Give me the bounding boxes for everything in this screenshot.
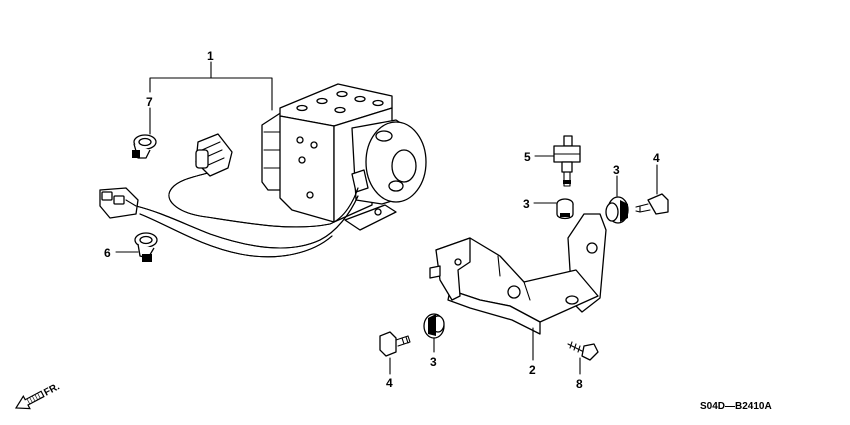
harness-clip-lower: [134, 232, 158, 262]
callout-7: 7: [146, 95, 153, 109]
diagram-code: S04D—B2410A: [700, 401, 772, 412]
callout-4-lower-left: 4: [386, 376, 393, 390]
harness-connector-upper: [195, 133, 233, 177]
callout-2: 2: [529, 363, 536, 377]
abs-modulator-unit: [261, 83, 427, 231]
harness-clip-upper: [132, 134, 157, 159]
bolt-right: [635, 193, 669, 215]
callout-3-lower-middle: 3: [430, 355, 437, 369]
sensor-part-5: [553, 135, 581, 187]
callout-6: 6: [104, 246, 111, 260]
bolt-lower-left: [379, 331, 411, 357]
callout-labels: 1 7 6 5 3 3 4 2 4 3 8: [104, 49, 660, 391]
callout-3-right: 3: [613, 163, 620, 177]
callout-4-right: 4: [653, 151, 660, 165]
callout-1: 1: [207, 49, 214, 63]
callout-5: 5: [524, 150, 531, 164]
leader-lines: [115, 61, 658, 375]
grommet-upper-middle: [556, 198, 574, 220]
front-direction-arrow-icon: [14, 390, 45, 410]
callout-8: 8: [576, 377, 583, 391]
front-direction-indicator: FR.: [14, 381, 62, 410]
callout-3-upper-middle: 3: [523, 197, 530, 211]
grommet-lower-middle: [423, 313, 445, 339]
front-direction-label: FR.: [42, 381, 62, 398]
bolt-part-8: [567, 341, 599, 361]
grommet-right: [605, 196, 629, 224]
harness-connector-left: [99, 187, 139, 219]
mounting-bracket: [429, 213, 607, 335]
wire-harness: [99, 133, 359, 258]
